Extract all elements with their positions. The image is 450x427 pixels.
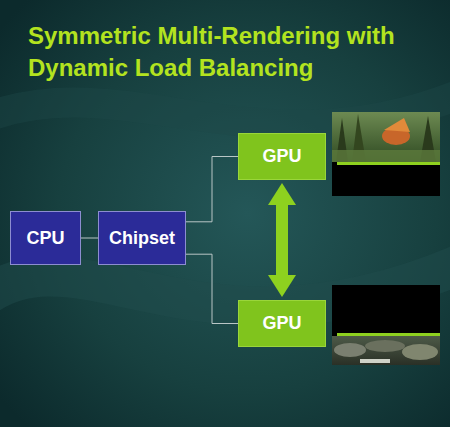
screen-frame	[332, 285, 440, 365]
title: Symmetric Multi-Rendering with Dynamic L…	[28, 20, 408, 84]
bottom-screenshot	[332, 285, 440, 365]
hud-bar	[360, 359, 390, 363]
rock	[402, 344, 438, 360]
split-line	[337, 162, 440, 165]
ground	[332, 150, 440, 162]
top-screenshot	[332, 112, 440, 196]
screen-frame	[332, 112, 440, 196]
split-line	[337, 333, 440, 336]
node-label: GPU	[262, 146, 301, 167]
forest-scene	[332, 112, 440, 162]
rock-scene	[332, 336, 440, 365]
gpu-box: GPU	[238, 300, 326, 347]
load-balance-arrow	[276, 205, 288, 275]
bus-line	[81, 238, 98, 239]
rock	[334, 343, 366, 357]
rock	[365, 340, 405, 352]
chipset-box: Chipset	[98, 211, 186, 265]
cpu-box: CPU	[10, 211, 81, 265]
creature-wing	[384, 118, 410, 132]
node-label: GPU	[262, 313, 301, 334]
bus-line	[186, 254, 238, 323]
gpu-box: GPU	[238, 133, 326, 180]
bus-line	[186, 157, 238, 222]
node-label: CPU	[26, 228, 64, 249]
node-label: Chipset	[109, 228, 175, 249]
